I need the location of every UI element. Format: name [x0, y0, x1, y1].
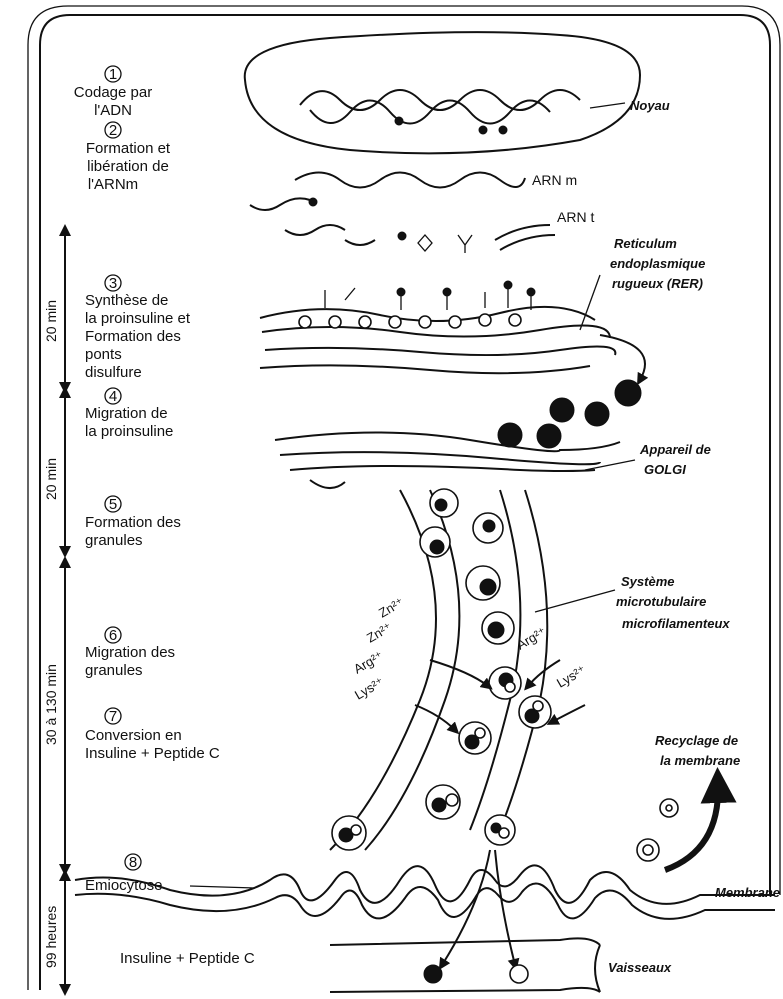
step-1-number: 1 [109, 66, 117, 83]
step-7-number: 7 [109, 708, 117, 725]
step-5-line2: granules [85, 532, 143, 549]
step-1-line1: Codage par [74, 84, 152, 101]
step-2-line3: l'ARNm [88, 176, 138, 193]
recycling-arrow [665, 785, 718, 870]
step-8-line1: Emiocytose [85, 877, 163, 894]
label-golgi-2: GOLGI [644, 462, 686, 477]
ion-zn-1: Zn²⁺ [376, 594, 406, 620]
label-micro-1: Système [621, 574, 674, 589]
release-arrow-left [442, 850, 490, 965]
step-6-number: 6 [109, 627, 117, 644]
step-1-line2: l'ADN [94, 102, 132, 119]
label-micro-2: microtubulaire [616, 594, 706, 609]
step-3-number: 3 [109, 275, 117, 292]
step-8-number: 8 [129, 854, 137, 871]
step-5-number: 5 [109, 496, 117, 513]
timeline-label-4: 99 heures [43, 906, 59, 968]
label-arnt: ARN t [557, 209, 594, 225]
step-4: 4 Migration de la proinsuline [85, 388, 173, 440]
step-8: 8 Emiocytose [85, 854, 255, 894]
step-3-line3: Formation des [85, 328, 181, 345]
step-7: 7 Conversion en Insuline + Peptide C [85, 708, 220, 762]
step-5: 5 Formation des granules [85, 496, 181, 549]
step-7-line2: Insuline + Peptide C [85, 745, 220, 762]
step-3-line5: disulfure [85, 364, 142, 381]
step-6: 6 Migration des granules [85, 627, 175, 679]
timeline-label-2: 20 min [43, 458, 59, 500]
label-rer-2: endoplasmique [610, 256, 705, 271]
product-label: Insuline + Peptide C [120, 950, 255, 967]
label-golgi-1: Appareil de [639, 442, 711, 457]
label-rer-3: rugueux (RER) [612, 276, 703, 291]
label-arnm: ARN m [532, 172, 577, 188]
blood-vessel [330, 938, 600, 992]
label-recycling-1: Recyclage de [655, 733, 738, 748]
step-6-line1: Migration des [85, 644, 175, 661]
plasma-membrane-inner [75, 884, 775, 919]
rough-endoplasmic-reticulum [260, 275, 615, 373]
golgi-apparatus [275, 433, 635, 489]
nucleus [245, 32, 640, 153]
ion-lys-right: Lys²⁺ [554, 662, 588, 690]
label-noyau: Noyau [630, 98, 670, 113]
step-5-line1: Formation des [85, 514, 181, 531]
label-micro-3: microfilamenteux [622, 616, 730, 631]
secretory-granules [332, 489, 678, 861]
timeline-label-3: 30 à 130 min [43, 664, 59, 745]
transport-vesicles [498, 335, 645, 448]
step-2-number: 2 [109, 122, 117, 139]
step-4-line2: la proinsuline [85, 423, 173, 440]
timeline-label-1: 20 min [43, 300, 59, 342]
timeline: 20 min 20 min 30 à 130 min 99 heures [43, 230, 65, 990]
label-rer-1: Reticulum [614, 236, 677, 251]
step-2: 2 Formation et libération de l'ARNm [86, 122, 171, 193]
step-7-line1: Conversion en [85, 727, 182, 744]
label-recycling-2: la membrane [660, 753, 740, 768]
label-membrane: Membrane [715, 885, 780, 900]
step-4-line1: Migration de [85, 405, 168, 422]
label-vaisseaux: Vaisseaux [608, 960, 672, 975]
ion-arg-left: Arg²⁺ [351, 648, 386, 677]
step-6-line2: granules [85, 662, 143, 679]
step-3-line2: la proinsuline et [85, 310, 191, 327]
step-3-line4: ponts [85, 346, 122, 363]
step-3: 3 Synthèse de la proinsuline et Formatio… [85, 275, 191, 381]
step-2-line1: Formation et [86, 140, 171, 157]
step-4-number: 4 [109, 388, 117, 405]
ion-zn-2: Zn²⁺ [364, 619, 394, 645]
step-1: 1 Codage par l'ADN [74, 66, 152, 119]
release-arrow-right [495, 850, 515, 965]
mrna-strand [250, 173, 555, 254]
ion-lys-left: Lys²⁺ [352, 674, 386, 702]
step-3-line1: Synthèse de [85, 292, 168, 309]
step-2-line2: libération de [87, 158, 169, 175]
